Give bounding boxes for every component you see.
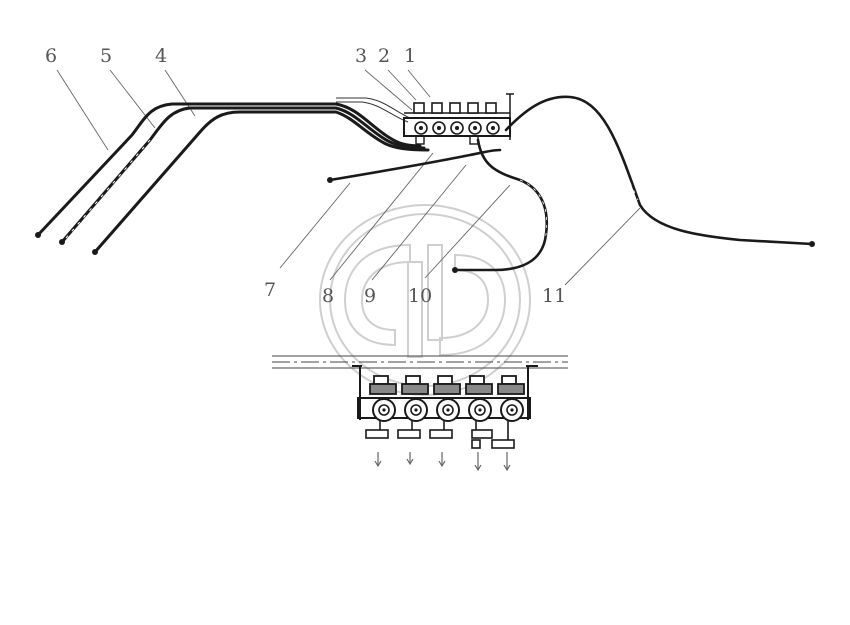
hose-10 [453, 138, 549, 272]
flow-arrows [374, 452, 511, 472]
upper-hose-assembly [35, 95, 815, 273]
callout-4: 4 [155, 45, 167, 67]
hose-5-end-fitting [59, 239, 65, 245]
outlet-fittings [365, 421, 515, 449]
hose-4 [93, 110, 430, 254]
callout-5: 5 [100, 45, 112, 67]
hose-7-end-fitting [327, 177, 333, 183]
hose-3 [336, 97, 411, 119]
hose-10-end-fitting [452, 267, 458, 273]
hose-11 [504, 95, 814, 246]
callout-8: 8 [322, 285, 334, 307]
callout-1: 1 [404, 45, 416, 67]
lower-valve-block-detail [352, 365, 538, 472]
callout-3: 3 [355, 45, 367, 67]
callout-7: 7 [264, 279, 276, 301]
callout-9: 9 [364, 285, 376, 307]
hose-7 [328, 148, 502, 182]
upper-valve-block [403, 93, 514, 145]
callout-2: 2 [378, 45, 390, 67]
hose-6 [36, 102, 422, 237]
hose-4-end-fitting [92, 249, 98, 255]
callout-labels: 6 5 4 3 2 1 7 8 9 10 11 [45, 45, 566, 307]
hose-5 [60, 106, 426, 244]
valve-sections [369, 375, 525, 422]
hose-11-end-fitting [809, 241, 815, 247]
callout-6: 6 [45, 45, 57, 67]
callout-10: 10 [408, 285, 432, 307]
callout-11: 11 [542, 285, 566, 307]
hose-6-end-fitting [35, 232, 41, 238]
frame-rail [272, 355, 568, 369]
